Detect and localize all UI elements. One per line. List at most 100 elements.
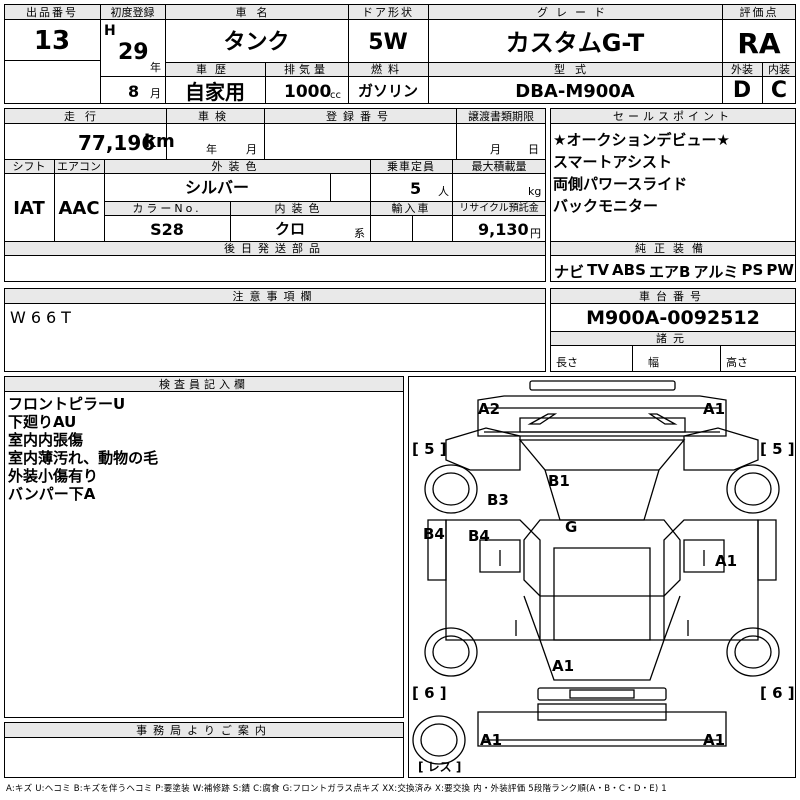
label-ext-color: 外装色 bbox=[211, 160, 263, 173]
label-left-rocker: B4 bbox=[423, 525, 445, 543]
label-spare: [ レス ] bbox=[418, 760, 462, 774]
label-history: 車歴 bbox=[196, 63, 234, 76]
equipment-item: PS bbox=[741, 261, 764, 279]
inspector-box bbox=[4, 376, 404, 718]
label-equipment: 純正装備 bbox=[635, 242, 711, 255]
inspector-note: 室内薄汚れ、動物の毛 bbox=[8, 449, 159, 467]
roof bbox=[553, 547, 651, 641]
exterior-score: D bbox=[732, 78, 752, 103]
damage-legend: A:キズ U:ヘコミ B:キズを伴うヘコミ P:要塗装 W:補修跡 S:錆 C:… bbox=[6, 784, 667, 794]
recycle-unit: 円 bbox=[530, 227, 541, 240]
label-max-load: 最大積載量 bbox=[471, 160, 527, 173]
car-diagram bbox=[412, 380, 780, 765]
label-right-rear-wheel: [ 6 ] bbox=[760, 684, 795, 702]
inspector-note: 外装小傷有り bbox=[8, 467, 99, 485]
equipment-item: アルミ bbox=[693, 263, 739, 281]
label-model-code: 型式 bbox=[554, 63, 596, 76]
notes-box bbox=[4, 288, 546, 372]
label-left-rear-wheel: [ 6 ] bbox=[412, 684, 447, 702]
spare-tire bbox=[412, 715, 466, 765]
displacement: 1000 bbox=[284, 82, 332, 102]
capacity: 5 bbox=[410, 179, 422, 198]
inspector-notes: フロントピラーU 下廻りAU 室内内張傷 室内薄汚れ、動物の毛 外装小傷有り バ… bbox=[8, 395, 158, 503]
recycle-fee: 9,130 bbox=[478, 220, 529, 239]
label-specs: 諸元 bbox=[656, 332, 690, 345]
equipment-item: TV bbox=[587, 261, 609, 279]
width-label: 幅 bbox=[648, 356, 659, 369]
sales-points-box bbox=[550, 108, 796, 282]
int-color-unit: 系 bbox=[354, 227, 365, 240]
rear-left-wheel bbox=[424, 627, 478, 677]
int-color: クロ bbox=[274, 220, 305, 238]
capacity-unit: 人 bbox=[438, 185, 449, 198]
label-right-door: A1 bbox=[715, 552, 738, 570]
rating-score: RA bbox=[737, 27, 781, 60]
label-color-no: カラーNo. bbox=[132, 202, 202, 215]
label-left-front-wheel: [ 5 ] bbox=[412, 440, 447, 458]
deadline-day-unit: 日 bbox=[528, 143, 539, 156]
car-diagram-box bbox=[408, 376, 796, 778]
sales-point-list: ★オークションデビュー★ スマートアシスト 両側パワースライド バックモニター bbox=[553, 129, 793, 217]
label-rear-right: A1 bbox=[703, 731, 726, 749]
header-block bbox=[4, 4, 796, 104]
label-office: 事務局よりご案内 bbox=[136, 724, 272, 737]
label-first-reg: 初度登録 bbox=[110, 6, 155, 19]
label-grade: グレード bbox=[537, 6, 613, 19]
inspection-month-unit: 月 bbox=[246, 143, 257, 156]
reg-month: 8 bbox=[128, 82, 140, 101]
label-notes: 注意事項欄 bbox=[232, 290, 318, 303]
office-box bbox=[4, 722, 404, 778]
car-name: タンク bbox=[223, 30, 290, 55]
lot-number: 13 bbox=[33, 26, 71, 56]
label-left-door: B4 bbox=[468, 527, 490, 545]
model-code: DBA-M900A bbox=[515, 81, 635, 102]
load-unit: kg bbox=[528, 185, 542, 198]
label-rear-hatch: A1 bbox=[552, 657, 575, 675]
label-rear-left: A1 bbox=[480, 731, 503, 749]
label-exterior: 外装 bbox=[731, 63, 753, 76]
label-roof: G bbox=[565, 518, 578, 536]
era: H bbox=[104, 23, 116, 39]
label-mileage: 走行 bbox=[64, 110, 106, 123]
sales-point: 両側パワースライド bbox=[553, 175, 688, 193]
inspector-note: バンパー下A bbox=[8, 485, 96, 503]
inspector-note: 室内内張傷 bbox=[8, 431, 84, 449]
chassis-box bbox=[550, 288, 796, 372]
label-chassis: 車台番号 bbox=[639, 290, 707, 303]
equipment-list: ナビ TV ABS エアB アルミ PS PW bbox=[554, 261, 794, 282]
label-displacement: 排気量 bbox=[284, 63, 329, 76]
front-bumper bbox=[477, 395, 727, 437]
rear-hatch bbox=[539, 639, 665, 681]
equipment-item: エアB bbox=[649, 263, 691, 281]
mileage-unit: km bbox=[144, 131, 175, 152]
front-right-wheel bbox=[726, 464, 780, 514]
label-fuel: 燃料 bbox=[371, 63, 405, 76]
label-door: ドア形状 bbox=[362, 6, 414, 19]
sales-point: スマートアシスト bbox=[553, 153, 672, 171]
ext-color: シルバー bbox=[184, 178, 249, 197]
label-reg-no: 登録番号 bbox=[326, 110, 394, 123]
height-label: 高さ bbox=[726, 356, 748, 369]
cc-unit: cc bbox=[330, 90, 341, 101]
inspector-note: 下廻りAU bbox=[8, 413, 77, 431]
equipment-item: PW bbox=[766, 261, 794, 279]
label-inspection: 車検 bbox=[198, 110, 232, 123]
sales-point: ★オークションデビュー★ bbox=[553, 131, 730, 149]
rear-right-wheel bbox=[726, 627, 780, 677]
hood bbox=[518, 439, 686, 521]
shift: IAT bbox=[13, 198, 45, 219]
label-car-name: 車名 bbox=[235, 6, 278, 19]
length-label: 長さ bbox=[556, 356, 578, 369]
sales-point: バックモニター bbox=[553, 197, 659, 215]
label-rating: 評価点 bbox=[739, 6, 779, 19]
reg-month-unit: 月 bbox=[150, 87, 161, 100]
detail-block bbox=[4, 108, 546, 282]
label-transfer-deadline: 譲渡書類期限 bbox=[468, 110, 534, 123]
label-capacity: 乗車定員 bbox=[387, 160, 435, 173]
reg-year: 29 bbox=[118, 40, 149, 65]
rear-bumper bbox=[477, 711, 727, 747]
front-left-wheel bbox=[424, 464, 478, 514]
mileage: 77,196 bbox=[78, 131, 156, 155]
interior-score: C bbox=[770, 78, 788, 103]
label-shift: シフト bbox=[12, 160, 46, 173]
